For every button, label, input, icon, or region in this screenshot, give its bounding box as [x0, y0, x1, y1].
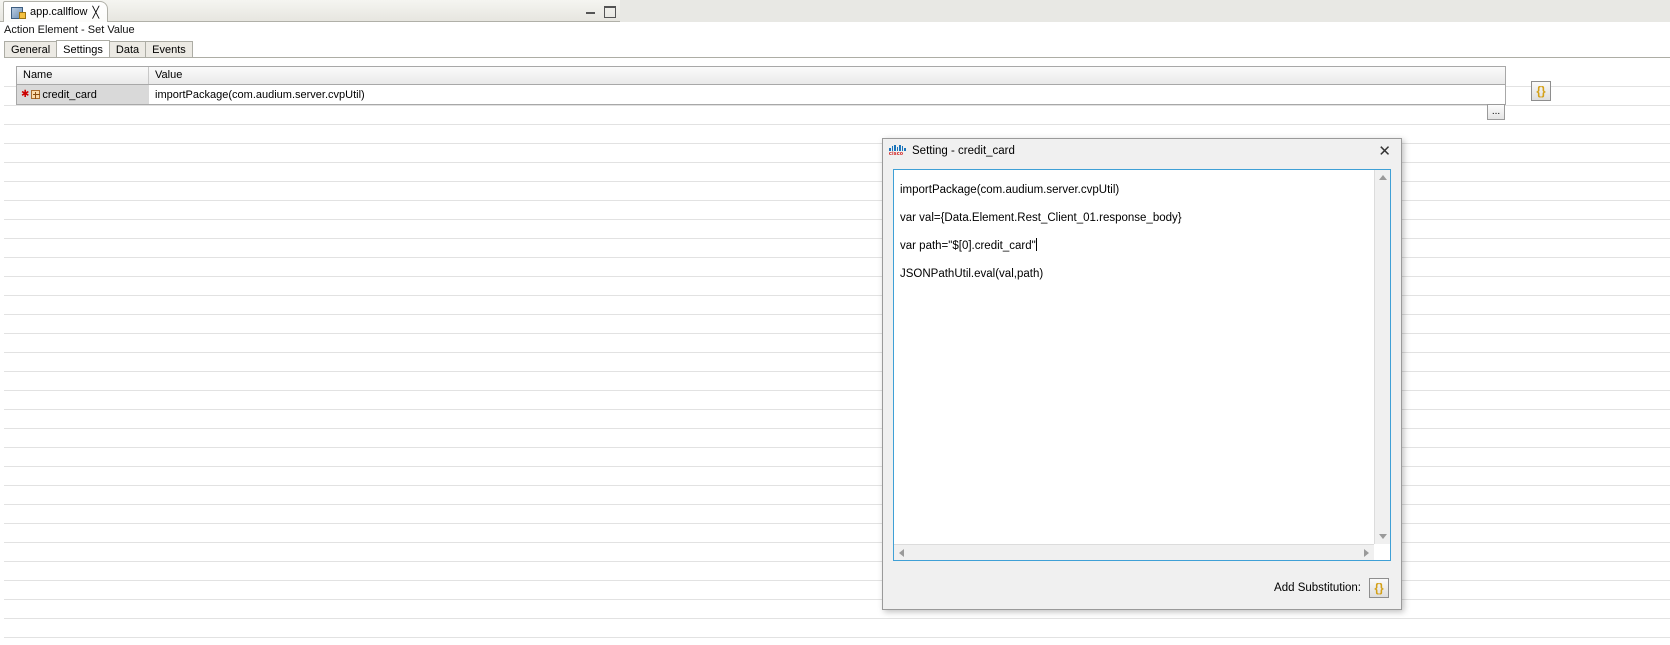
dialog-body: importPackage(com.audium.server.cvpUtil)…	[883, 163, 1401, 567]
dialog-footer: Add Substitution: {}	[883, 567, 1401, 609]
table-row[interactable]: ✱ credit_card importPackage(com.audium.s…	[17, 85, 1505, 104]
element-config-content: Name Value ✱ credit_card importPackage(c…	[4, 57, 1670, 645]
add-substitution-button[interactable]: {}	[1369, 578, 1389, 598]
table-rule	[4, 409, 1670, 410]
tab-app-callflow-label: app.callflow	[30, 6, 88, 18]
table-rule	[4, 390, 1670, 391]
settings-table-header: Name Value	[17, 67, 1505, 85]
editor-view-controls	[584, 4, 616, 18]
browse-button[interactable]: ...	[1487, 104, 1505, 120]
editor-tabbar: app.callflow ╳	[0, 0, 620, 22]
scroll-up-icon[interactable]	[1379, 175, 1387, 180]
add-substitution-button-top[interactable]: {}	[1531, 81, 1551, 101]
table-rule	[4, 352, 1670, 353]
table-rule	[4, 561, 1670, 562]
table-rule	[4, 466, 1670, 467]
code-editor[interactable]: importPackage(com.audium.server.cvpUtil)…	[893, 169, 1391, 561]
code-line: JSONPathUtil.eval(val,path)	[900, 268, 1044, 280]
column-header-name: Name	[17, 67, 149, 84]
setting-value-cell[interactable]: importPackage(com.audium.server.cvpUtil)	[155, 88, 365, 101]
table-rule	[4, 181, 1670, 182]
tab-general[interactable]: General	[4, 41, 58, 58]
code-line: var val={Data.Element.Rest_Client_01.res…	[900, 212, 1182, 224]
column-header-value: Value	[155, 69, 183, 81]
tab-events[interactable]: Events	[145, 41, 193, 58]
setting-name-label: credit_card	[42, 88, 97, 101]
scroll-right-icon[interactable]	[1364, 549, 1369, 557]
add-substitution-label: Add Substitution:	[1274, 582, 1361, 594]
table-rule	[4, 523, 1670, 524]
table-rule	[4, 295, 1670, 296]
expand-icon[interactable]	[31, 90, 41, 99]
code-editor-text[interactable]: importPackage(com.audium.server.cvpUtil)…	[900, 176, 1368, 540]
dialog-titlebar: cisco Setting - credit_card ✕	[883, 139, 1401, 163]
dialog-title: Setting - credit_card	[912, 145, 1015, 157]
code-horizontal-scrollbar[interactable]	[894, 544, 1374, 560]
text-caret	[1035, 238, 1037, 251]
callflow-file-icon	[9, 5, 26, 19]
table-rule	[4, 333, 1670, 334]
required-marker-icon: ✱	[21, 89, 30, 100]
table-rule	[4, 238, 1670, 239]
minimize-icon[interactable]	[584, 4, 598, 17]
table-rule	[4, 504, 1670, 505]
table-rule	[4, 124, 1670, 125]
code-line: importPackage(com.audium.server.cvpUtil)	[900, 184, 1120, 196]
maximize-icon[interactable]	[602, 4, 616, 18]
element-config-header: Action Element - Set Value	[4, 24, 135, 36]
table-background-rules	[4, 58, 1670, 645]
code-vertical-scrollbar[interactable]	[1374, 170, 1390, 544]
setting-name-cell[interactable]: ✱ credit_card	[17, 85, 149, 104]
table-rule	[4, 542, 1670, 543]
scroll-down-icon[interactable]	[1379, 534, 1387, 539]
tab-settings[interactable]: Settings	[56, 40, 110, 58]
close-icon[interactable]: ╳	[92, 6, 100, 19]
table-rule	[4, 599, 1670, 600]
table-rule	[4, 618, 1670, 619]
tab-app-callflow[interactable]: app.callflow ╳	[3, 1, 109, 22]
tab-data[interactable]: Data	[108, 41, 147, 58]
table-rule	[4, 143, 1670, 144]
table-rule	[4, 485, 1670, 486]
table-rule	[4, 637, 1670, 638]
table-rule	[4, 219, 1670, 220]
close-icon[interactable]: ✕	[1378, 142, 1391, 160]
table-rule	[4, 314, 1670, 315]
table-rule	[4, 276, 1670, 277]
table-rule	[4, 447, 1670, 448]
table-rule	[4, 200, 1670, 201]
table-rule	[4, 580, 1670, 581]
table-rule	[4, 105, 1670, 106]
table-rule	[4, 162, 1670, 163]
cisco-logo-icon: cisco	[889, 145, 907, 157]
table-rule	[4, 257, 1670, 258]
table-rule	[4, 428, 1670, 429]
table-rule	[4, 371, 1670, 372]
scroll-left-icon[interactable]	[899, 549, 904, 557]
settings-table[interactable]: Name Value ✱ credit_card importPackage(c…	[16, 66, 1506, 105]
code-line: var path="$[0].credit_card"	[900, 238, 1037, 252]
setting-dialog: cisco Setting - credit_card ✕ importPack…	[882, 138, 1402, 610]
